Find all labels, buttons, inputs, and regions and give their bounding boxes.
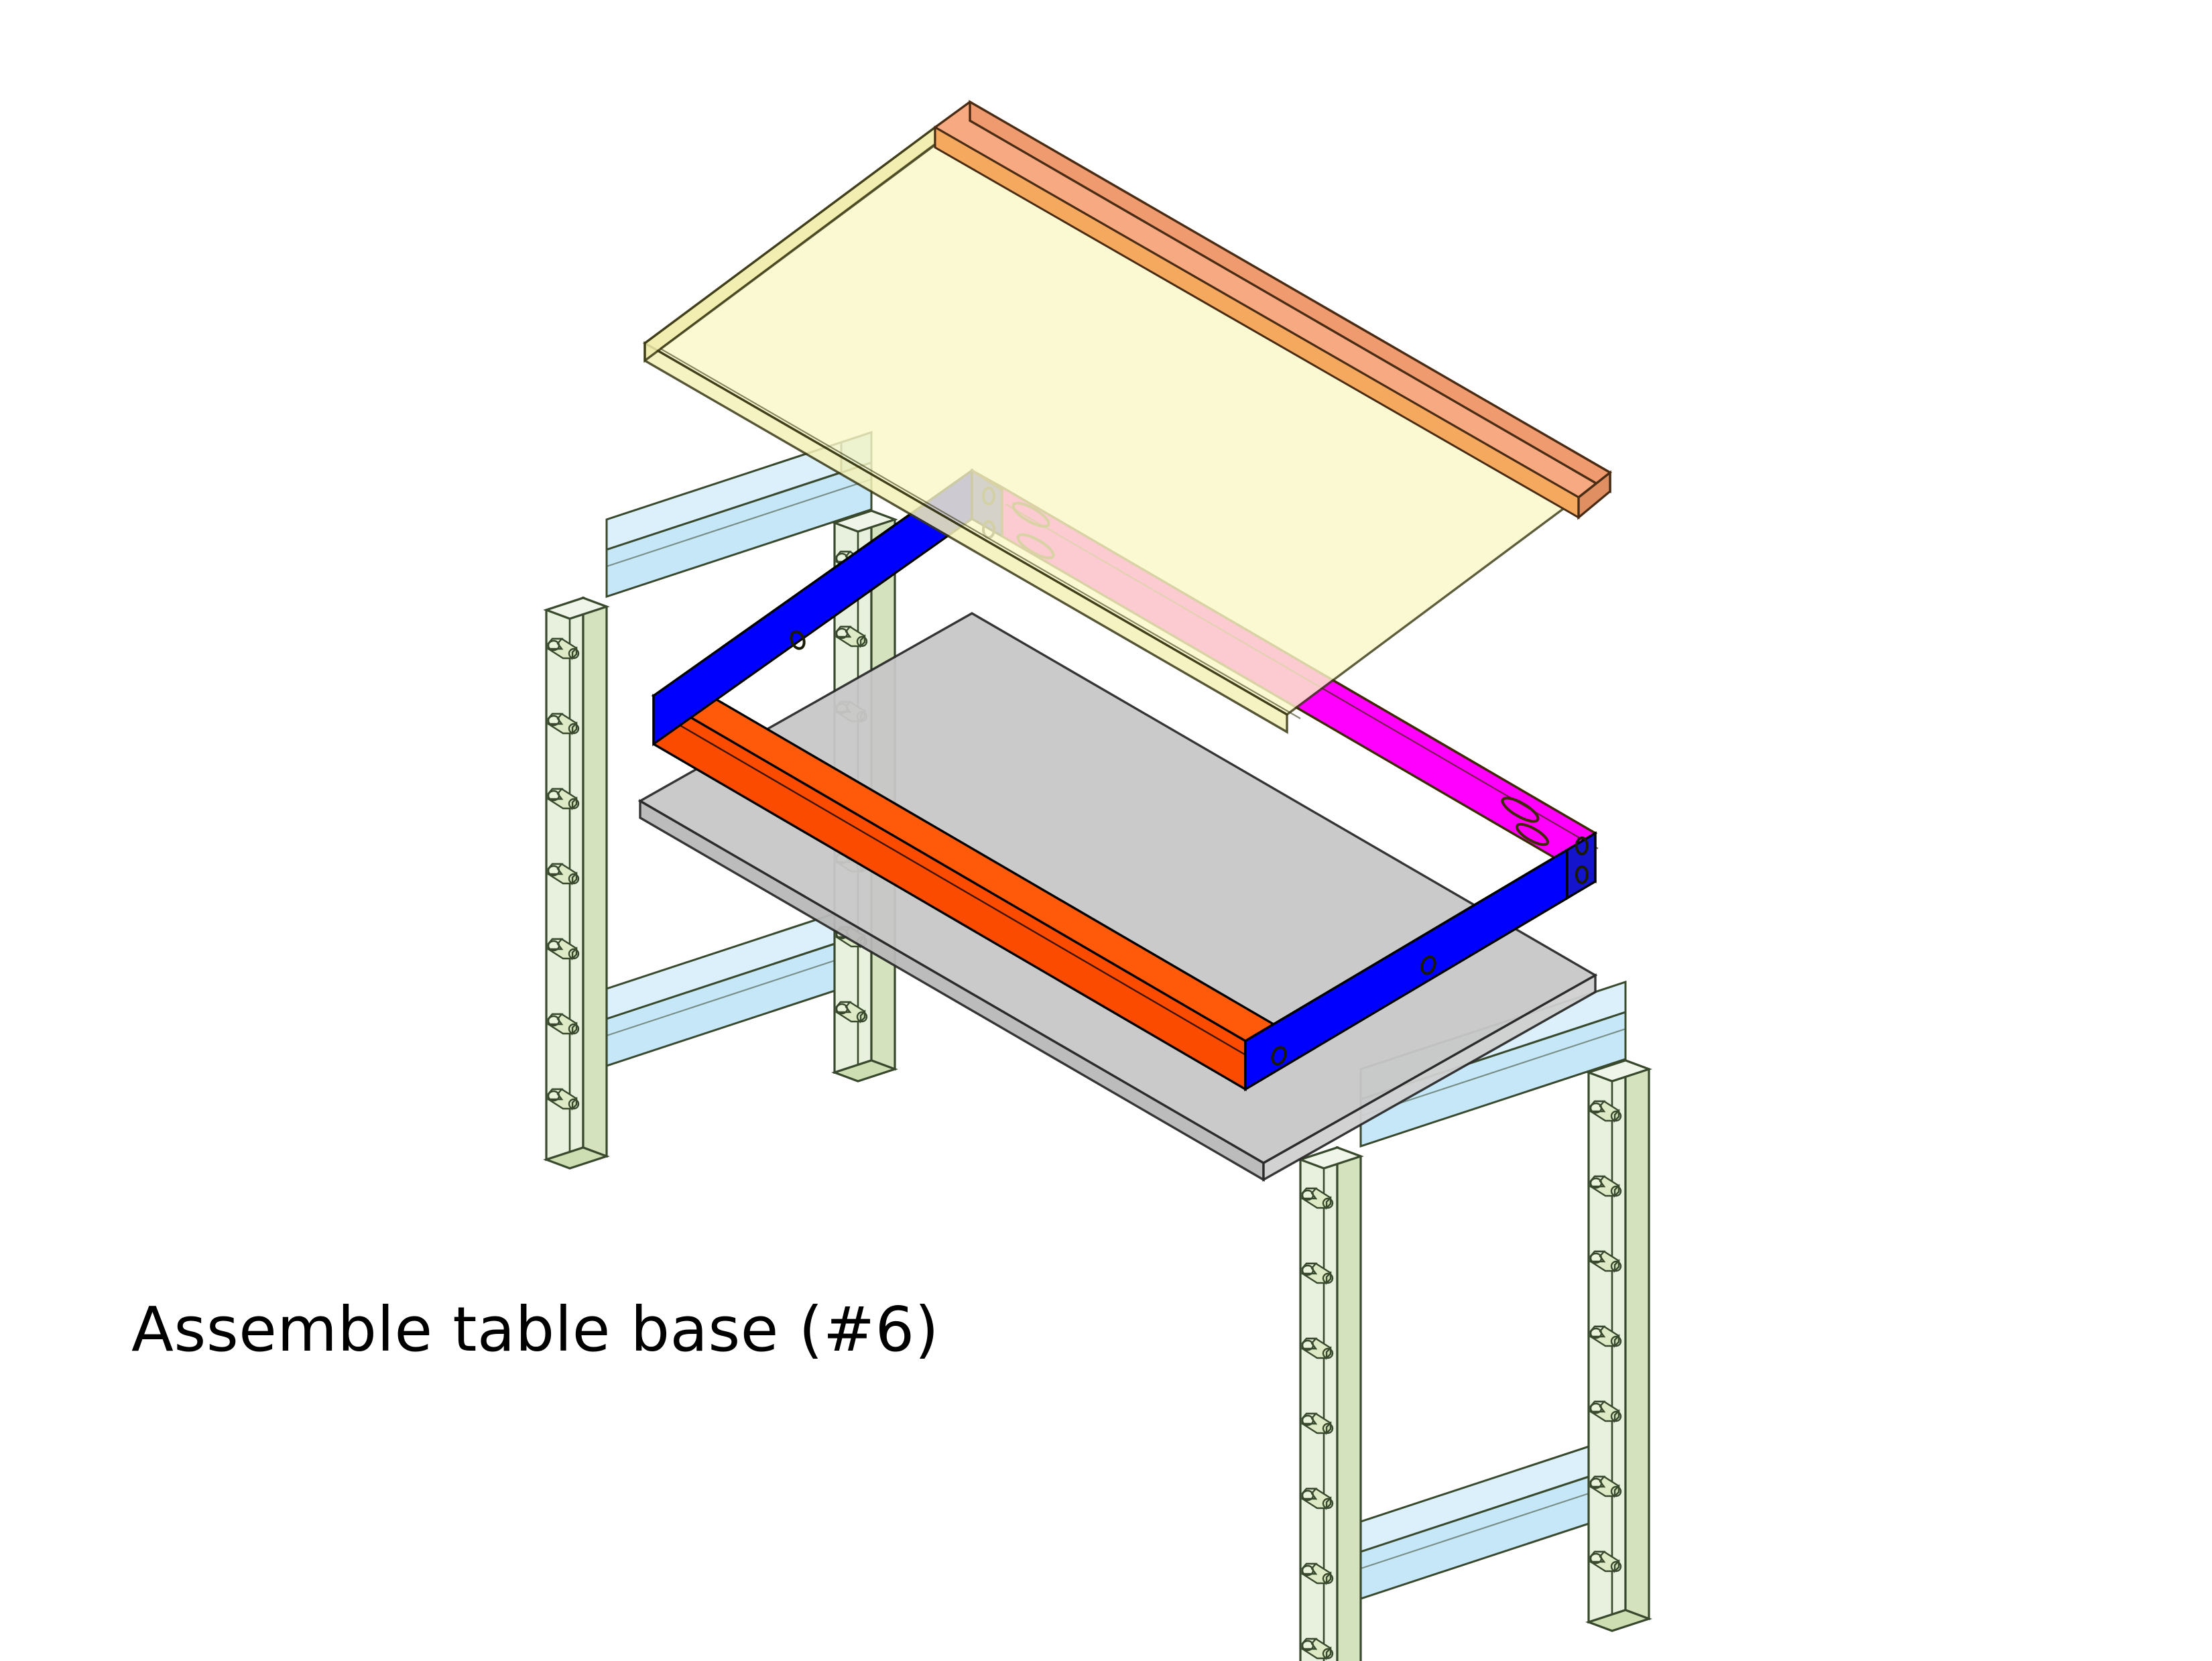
leg-frame-right-post-front (1297, 1146, 1364, 1661)
rail-slot (1516, 822, 1549, 847)
leg-frame-left-post-front (543, 596, 610, 1170)
rail-hole (790, 630, 806, 650)
rail-hole (1420, 955, 1436, 975)
leg-frame-right-lower-cross-rail (1359, 1432, 1627, 1601)
tabletop-panel[interactable] (642, 125, 1581, 734)
rail-hole (1575, 865, 1589, 884)
step-caption: Assemble table base (#6) (131, 1294, 940, 1365)
short-rail-right[interactable] (1244, 831, 1597, 1091)
tabletop-edge-strip[interactable] (932, 100, 1613, 520)
leg-frame-right-post-back (1585, 1058, 1652, 1632)
shelf-panel[interactable] (637, 612, 1598, 1182)
rail-hole (1271, 1046, 1287, 1066)
rail-slot (1501, 796, 1540, 823)
rail-hole (1575, 837, 1589, 855)
